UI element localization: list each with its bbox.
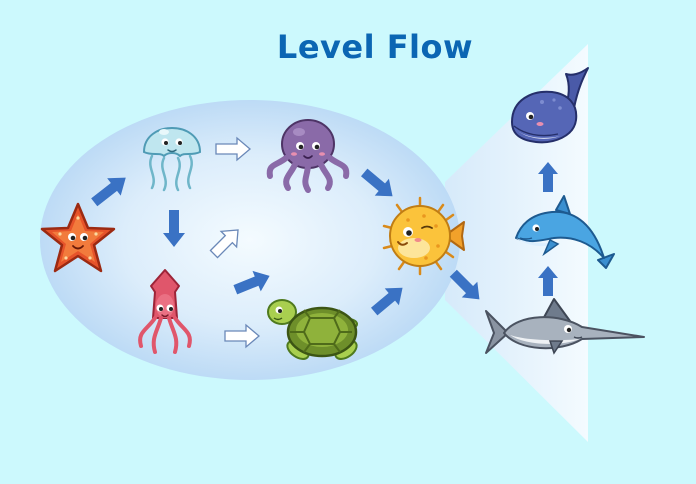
arrow-squid-to-turtle [224,323,261,349]
octopus-icon [266,119,350,193]
arrow-dolphin-to-whale [538,162,558,192]
whale-icon [511,67,589,144]
arrow-pufferfish-to-swordfish [449,269,480,300]
arrow-squid-to-pufferfish [233,270,270,295]
arrow-swordfish-to-dolphin [538,266,558,296]
starfish-icon [40,202,116,273]
dolphin-icon [515,195,615,269]
arrow-starfish-to-jellyfish [91,177,126,207]
pufferfish-icon [382,196,465,276]
swordfish-icon [485,298,645,355]
turtle-icon [267,299,358,360]
arrow-jellyfish-to-squid [163,210,185,247]
squid-icon [138,269,192,354]
arrow-jellyfish-to-octopus [215,136,252,162]
arrow-turtle-to-pufferfish [370,287,403,316]
diagram-title: Level Flow [276,28,474,66]
arrow-octopus-to-pufferfish [360,168,393,197]
arrow-squid-to-jellyfish [209,229,239,259]
fish-body [40,100,460,380]
jellyfish-icon [142,127,202,192]
